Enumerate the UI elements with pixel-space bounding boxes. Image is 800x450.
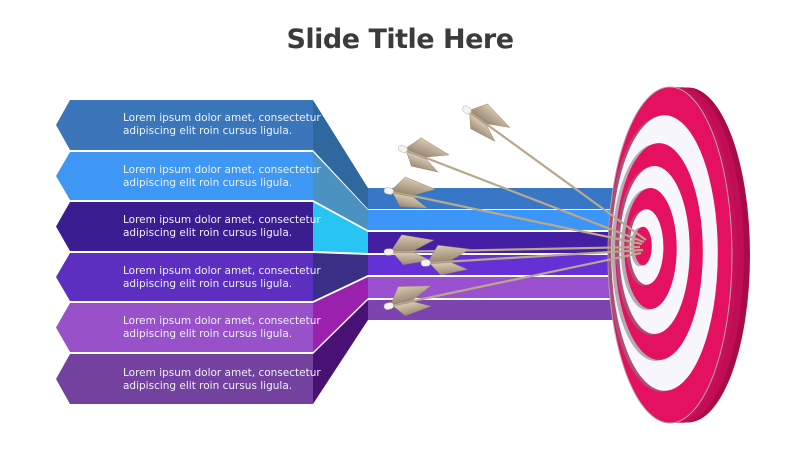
target-bullseye: [634, 226, 652, 266]
arrow-icon: [397, 137, 645, 244]
fold-shape: [313, 152, 368, 230]
chevron-banner-shape: [56, 100, 313, 150]
banner-text: Lorem ipsum dolor amet, consectetur adip…: [123, 264, 321, 290]
chevron-banners: [56, 100, 313, 404]
band-shape: [368, 300, 628, 320]
banner-item-1: Lorem ipsum dolor amet, consectetur adip…: [123, 100, 335, 149]
banner-item-2: Lorem ipsum dolor amet, consectetur adip…: [123, 152, 335, 201]
chevron-banner-shape: [56, 354, 313, 404]
fold-shape: [313, 277, 368, 352]
target-bands: [368, 188, 628, 320]
fold-shape: [313, 300, 368, 404]
banner-text: Lorem ipsum dolor amet, consectetur adip…: [123, 366, 321, 392]
ribbon-folds: [313, 100, 368, 404]
banner-text: Lorem ipsum dolor amet, consectetur adip…: [123, 163, 321, 189]
fold-shape: [313, 253, 368, 301]
banner-item-4: Lorem ipsum dolor amet, consectetur adip…: [123, 253, 335, 302]
chevron-banner-shape: [56, 152, 313, 200]
fold-shape: [313, 100, 368, 209]
arrow-icon: [383, 251, 642, 317]
chevron-banner-shape: [56, 303, 313, 352]
target-icon: [607, 86, 750, 424]
arrow-icon: [420, 244, 644, 276]
banner-text: Lorem ipsum dolor amet, consectetur adip…: [123, 111, 321, 137]
banner-item-5: Lorem ipsum dolor amet, consectetur adip…: [123, 303, 335, 352]
band-shape: [368, 210, 628, 230]
band-shape: [368, 188, 628, 209]
banner-text: Lorem ipsum dolor amet, consectetur adip…: [123, 314, 321, 340]
banner-text: Lorem ipsum dolor amet, consectetur adip…: [123, 213, 321, 239]
arrow-icon: [383, 234, 641, 265]
slide-title: Slide Title Here: [286, 24, 514, 55]
banner-item-6: Lorem ipsum dolor amet, consectetur adip…: [123, 355, 335, 404]
band-shape: [368, 277, 628, 298]
fold-shape: [313, 202, 368, 253]
chevron-banner-shape: [56, 202, 313, 251]
chevron-banner-shape: [56, 253, 313, 301]
arrow-icon: [383, 176, 643, 246]
arrow-icon: [462, 103, 647, 241]
arrows: [383, 103, 647, 317]
banner-item-3: Lorem ipsum dolor amet, consectetur adip…: [123, 202, 335, 251]
